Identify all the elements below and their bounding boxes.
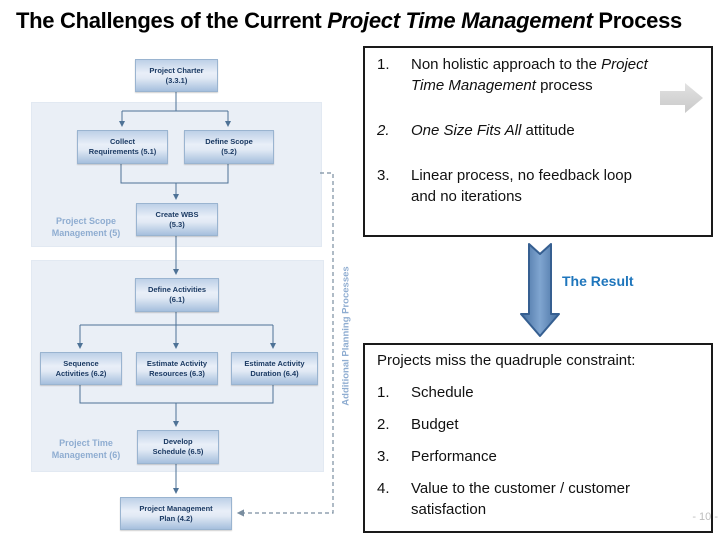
flow-box-label: Develop [163, 437, 193, 446]
flow-box-label: Requirements (5.1) [88, 147, 157, 156]
flow-box-develop-schedule: Develop Schedule (6.5) [137, 430, 219, 464]
outcome-item: 1. Schedule [377, 382, 701, 403]
challenge-item-text-italic: Project Time Management [411, 56, 648, 94]
page-number: - 10 - [692, 511, 718, 523]
flow-box-create-wbs: Create WBS (5.3) [136, 203, 218, 236]
challenge-item-text-italic: One Size Fits All [411, 122, 522, 139]
outcome-item-number: 4. [377, 480, 390, 497]
result-label: The Result [562, 273, 634, 289]
flow-box-label: Plan (4.2) [159, 513, 193, 523]
challenge-item-text-pre: Linear process, no feedback loop and no … [411, 167, 632, 205]
challenge-item-text-post: process [535, 77, 593, 94]
flow-box-project-charter: Project Charter (3.3.1) [135, 59, 218, 92]
challenge-item-text: One Size Fits All attitude [411, 120, 575, 141]
flow-box-label: Sequence [63, 358, 99, 368]
outcome-item: 3. Performance [377, 446, 701, 467]
flow-box-label: Resources (6.3) [149, 368, 205, 378]
outcome-item-number: 3. [377, 448, 390, 465]
group-label-scope: Project Scope Management (5) [36, 215, 136, 239]
outcome-item-text: Schedule [411, 384, 474, 401]
flow-box-label: Define Scope [205, 137, 253, 146]
flow-box-label: Schedule (6.5) [152, 447, 204, 456]
flow-box-sequence-activities: Sequence Activities (6.2) [40, 352, 122, 385]
flow-box-label: Activities (6.2) [55, 368, 107, 378]
outcome-heading: Projects miss the quadruple constraint: [377, 352, 636, 369]
challenge-item-text: Linear process, no feedback loop and no … [411, 165, 632, 207]
additional-planning-processes-label: Additional Planning Processes [340, 266, 352, 406]
flow-box-estimate-activity-resources: Estimate Activity Resources (6.3) [136, 352, 218, 385]
down-arrow-icon [520, 243, 560, 337]
challenge-item-text-post: attitude [521, 122, 575, 139]
challenges-panel: 1. Non holistic approach to the Project … [363, 46, 713, 237]
challenge-item-text-pre: Non holistic approach to the [411, 56, 602, 73]
outcome-item-text: Performance [411, 448, 497, 465]
right-arrow-icon [660, 83, 703, 113]
flow-box-label: Project Charter [149, 65, 204, 75]
flow-box-label: Collect [109, 137, 135, 146]
flow-box-define-activities: Define Activities (6.1) [135, 278, 219, 312]
outcome-item-number: 2. [377, 416, 390, 433]
flow-box-label: Estimate Activity [146, 358, 208, 368]
outcome-item-text: Budget [411, 416, 459, 433]
group-label-scope-line2: Management (5) [51, 228, 121, 238]
flow-box-project-management-plan: Project Management Plan (4.2) [120, 497, 232, 530]
flow-box-label: Estimate Activity [244, 358, 305, 368]
flow-box-label: (5.2) [221, 147, 237, 156]
outcome-item-number: 1. [377, 384, 390, 401]
group-label-time: Project Time Management (6) [36, 437, 136, 461]
flow-box-label: (6.1) [169, 295, 185, 304]
flow-box-label: Duration (6.4) [250, 368, 299, 378]
outcome-panel: Projects miss the quadruple constraint: … [363, 343, 713, 533]
page-title-post: Process [592, 8, 682, 33]
flow-box-label: (5.3) [169, 219, 185, 229]
outcome-item: 4. Value to the customer / customer sati… [377, 478, 701, 520]
page-title: The Challenges of the Current Project Ti… [16, 8, 716, 34]
flow-box-label: (3.3.1) [165, 75, 188, 85]
challenge-item-number: 1. [377, 56, 390, 73]
challenge-item-text: Non holistic approach to the Project Tim… [411, 54, 648, 96]
flow-box-estimate-activity-duration: Estimate Activity Duration (6.4) [231, 352, 318, 385]
challenge-item: 3. Linear process, no feedback loop and … [377, 165, 701, 207]
outcome-item-text: Value to the customer / customer satisfa… [411, 480, 630, 518]
flow-box-label: Create WBS [155, 209, 199, 219]
page-title-pre: The Challenges of the Current [16, 8, 328, 33]
outcome-item: 2. Budget [377, 414, 701, 435]
group-label-time-line2: Management (6) [51, 450, 121, 460]
challenge-item-number: 2. [377, 122, 390, 139]
flow-box-define-scope: Define Scope (5.2) [184, 130, 274, 164]
flow-box-collect-requirements: Collect Requirements (5.1) [77, 130, 168, 164]
challenge-item: 1. Non holistic approach to the Project … [377, 54, 701, 96]
flow-box-label: Project Management [139, 503, 213, 513]
group-label-time-line1: Project Time [59, 438, 113, 448]
flow-box-label: Define Activities [147, 285, 207, 294]
challenge-item-number: 3. [377, 167, 390, 184]
challenge-item: 2. One Size Fits All attitude [377, 120, 701, 141]
group-label-scope-line1: Project Scope [55, 216, 117, 226]
page-title-italic: Project Time Management [327, 8, 593, 33]
